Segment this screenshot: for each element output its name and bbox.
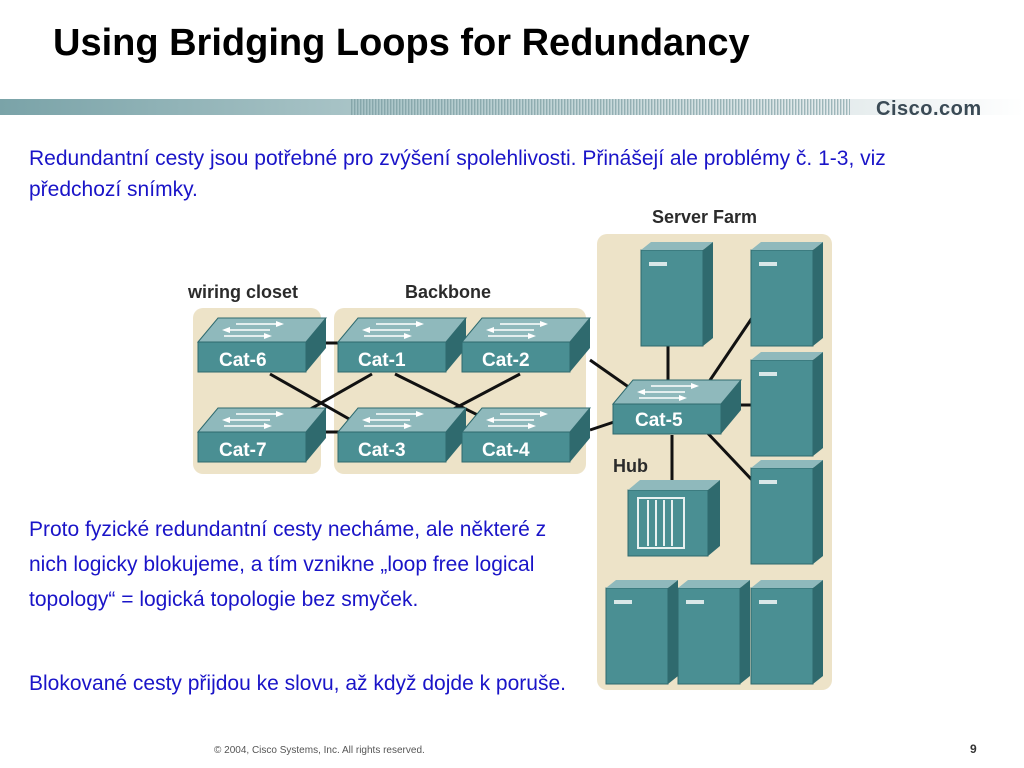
explanation-paragraph: Proto fyzické redundantní cesty necháme,… [29, 518, 547, 611]
switch-label-cat7: Cat-7 [219, 440, 267, 461]
cisco-logo-text: Cisco.com [876, 98, 982, 120]
switch-label-cat5: Cat-5 [635, 410, 683, 431]
hub-icon [627, 480, 720, 557]
switch-label-cat6: Cat-6 [219, 350, 267, 371]
switch-label-cat2: Cat-2 [482, 350, 530, 371]
server-icon [605, 579, 679, 685]
copyright-footer: © 2004, Cisco Systems, Inc. All rights r… [214, 745, 425, 756]
label-hub: Hub [613, 456, 648, 476]
switch-label-cat1: Cat-1 [358, 350, 406, 371]
intro-paragraph: Redundantní cesty jsou potřebné pro zvýš… [29, 147, 886, 201]
server-icon [677, 579, 751, 685]
page-number: 9 [970, 742, 977, 756]
switch-label-cat3: Cat-3 [358, 440, 406, 461]
label-server-farm: Server Farm [652, 207, 757, 227]
server-icon [750, 351, 824, 457]
server-icon [750, 579, 824, 685]
server-farm-panel [597, 234, 832, 690]
switch-label-cat4: Cat-4 [482, 440, 530, 461]
header-bar [0, 99, 1024, 115]
slide-title: Using Bridging Loops for Redundancy [53, 22, 750, 64]
server-icon [750, 241, 824, 347]
server-icon [750, 459, 824, 565]
label-backbone: Backbone [405, 282, 491, 302]
server-icon [640, 241, 714, 347]
blocked-paths-paragraph: Blokované cesty přijdou ke slovu, až kdy… [29, 672, 566, 695]
label-wiring-closet: wiring closet [187, 282, 298, 302]
